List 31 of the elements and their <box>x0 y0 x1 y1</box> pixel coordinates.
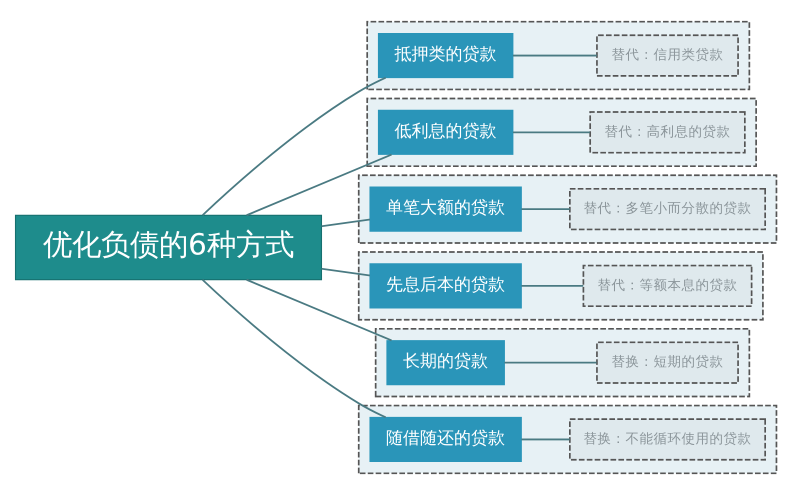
connector <box>504 362 596 364</box>
cluster <box>357 174 777 244</box>
cluster <box>357 404 777 474</box>
connector <box>320 268 370 276</box>
connector <box>512 131 590 134</box>
node-box: 替换：不能循环使用的贷款 <box>568 418 766 461</box>
cluster <box>357 251 764 321</box>
connector <box>246 154 392 216</box>
node-box: 单笔大额的贷款 <box>368 186 522 232</box>
node-box: 长期的贷款 <box>386 340 504 386</box>
node-box: 替代：高利息的贷款 <box>588 111 746 154</box>
node-box: 随借随还的贷款 <box>368 416 522 462</box>
cluster <box>366 20 750 90</box>
cluster <box>366 98 756 168</box>
connector <box>520 438 570 440</box>
connector <box>246 278 392 342</box>
node-box: 先息后本的贷款 <box>368 263 522 308</box>
node-box: 抵押类的贷款 <box>377 33 513 78</box>
connector <box>201 76 386 216</box>
connector <box>512 54 596 56</box>
node-box: 优化负债的6种方式 <box>14 214 322 280</box>
connector <box>201 279 386 418</box>
node-box: 替代：多笔小而分散的贷款 <box>568 188 766 230</box>
node-box: 替代：等额本息的贷款 <box>582 264 752 308</box>
cluster <box>374 328 750 398</box>
connector <box>320 218 370 228</box>
node-box: 低利息的贷款 <box>377 110 513 155</box>
connector <box>520 284 583 287</box>
node-box: 替代：信用类贷款 <box>596 34 738 77</box>
node-box: 替换：短期的贷款 <box>596 341 738 384</box>
connector <box>520 208 570 210</box>
